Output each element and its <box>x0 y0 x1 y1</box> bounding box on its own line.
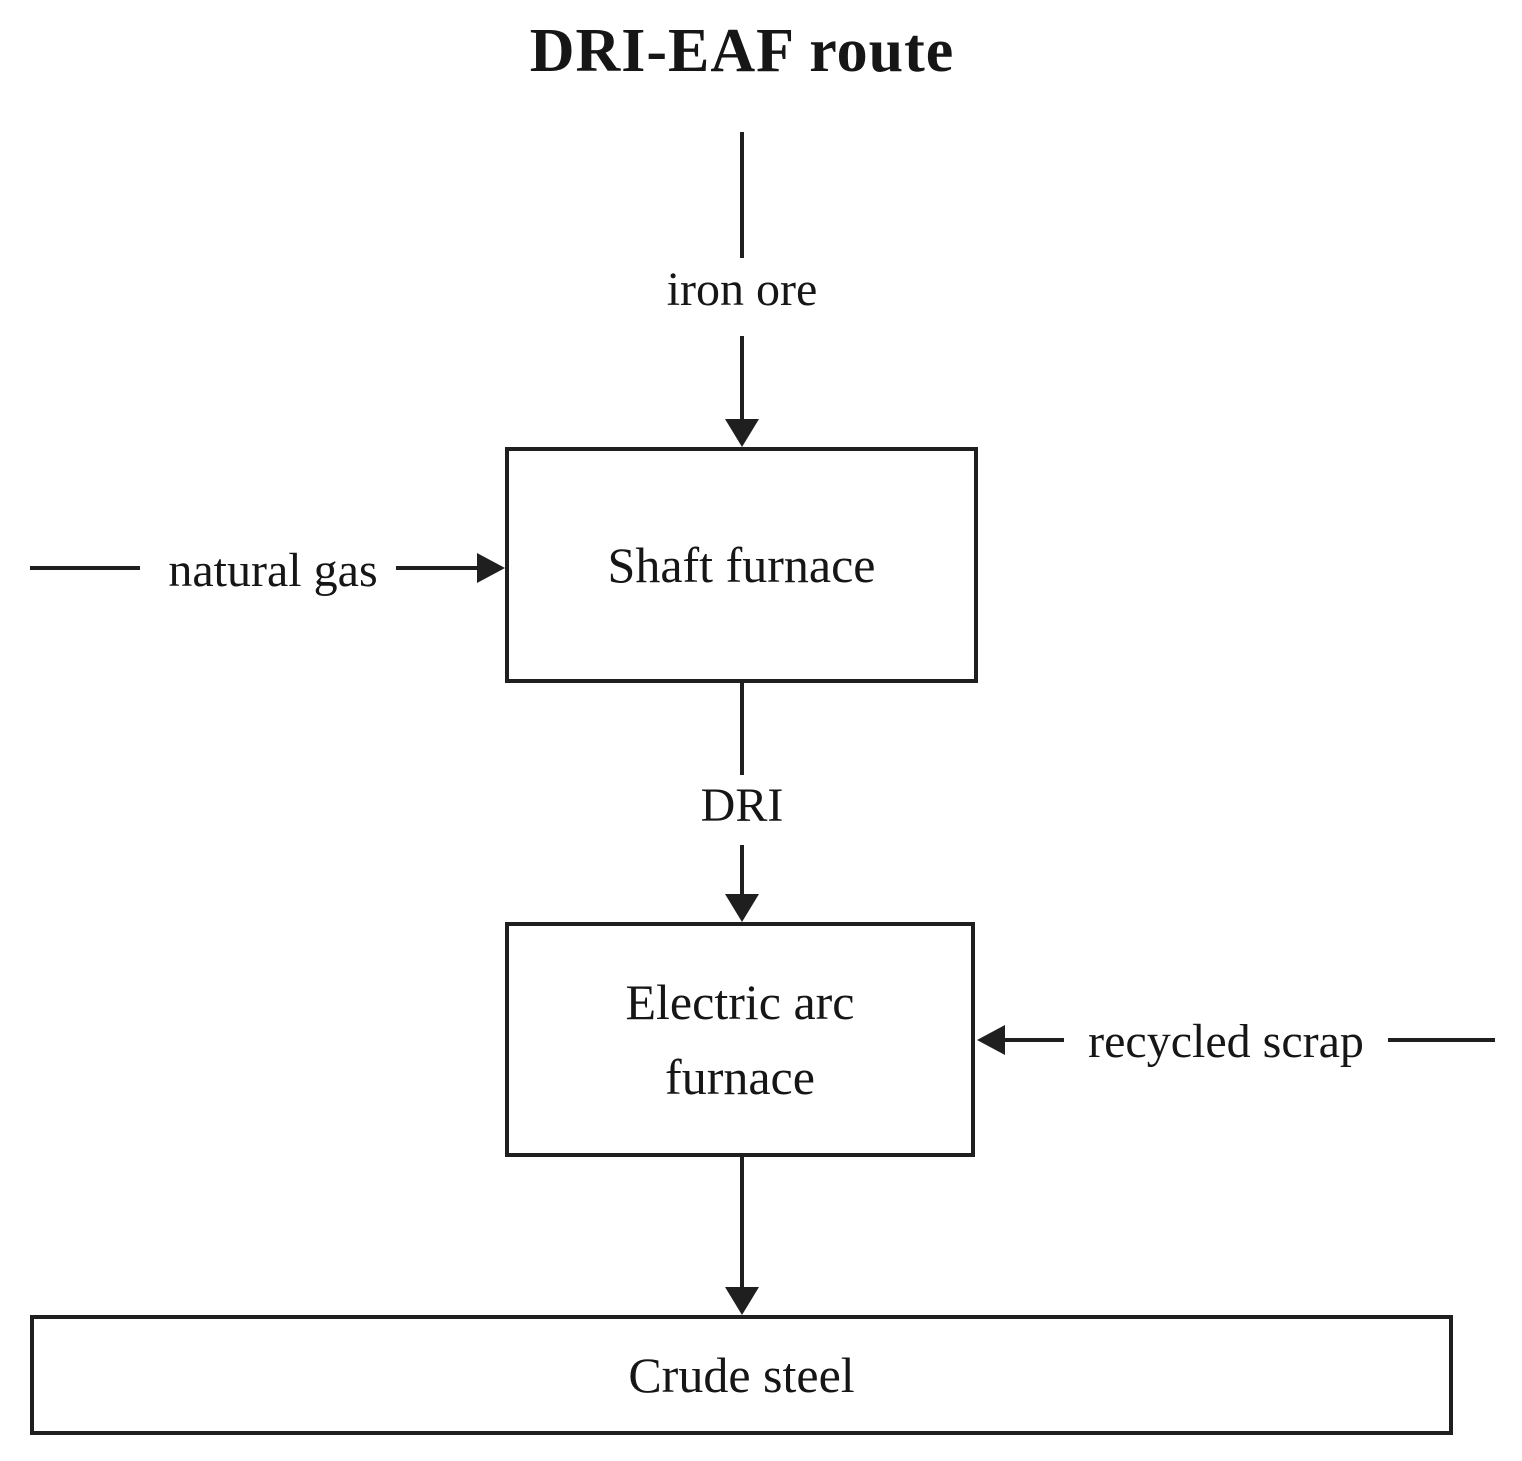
iron-ore-arrow-line <box>740 336 744 424</box>
node-shaft-furnace: Shaft furnace <box>505 447 978 683</box>
dri-arrowhead-down-icon <box>725 894 759 922</box>
diagram-title: DRI-EAF route <box>529 17 955 85</box>
edge-label-iron-ore: iron ore <box>592 260 892 320</box>
eaf-to-crude-steel-line <box>740 1157 744 1290</box>
iron-ore-arrowhead-down-icon <box>725 419 759 447</box>
crude-steel-label: Crude steel <box>628 1346 855 1403</box>
recycled-scrap-arrowhead-left-icon <box>977 1025 1005 1055</box>
connector-title-line <box>740 132 744 258</box>
edge-label-dri: DRI <box>642 776 842 836</box>
shaft-furnace-label: Shaft furnace <box>607 536 876 593</box>
natural-gas-arrowhead-right-icon <box>477 553 505 583</box>
dri-arrow-line <box>740 845 744 900</box>
node-electric-arc-furnace: Electric arc furnace <box>505 922 975 1157</box>
edge-label-natural-gas: natural gas <box>140 541 406 601</box>
recycled-scrap-line-left <box>1004 1038 1066 1042</box>
crude-steel-arrowhead-down-icon <box>725 1287 759 1315</box>
edge-label-recycled-scrap: recycled scrap <box>1064 1012 1388 1072</box>
electric-arc-furnace-label: Electric arc furnace <box>625 973 855 1105</box>
natural-gas-line-right <box>396 566 479 570</box>
natural-gas-line-left <box>30 566 148 570</box>
recycled-scrap-line-right <box>1388 1038 1495 1042</box>
node-crude-steel: Crude steel <box>30 1315 1453 1435</box>
connector-shaft-to-dri-line <box>740 683 744 775</box>
